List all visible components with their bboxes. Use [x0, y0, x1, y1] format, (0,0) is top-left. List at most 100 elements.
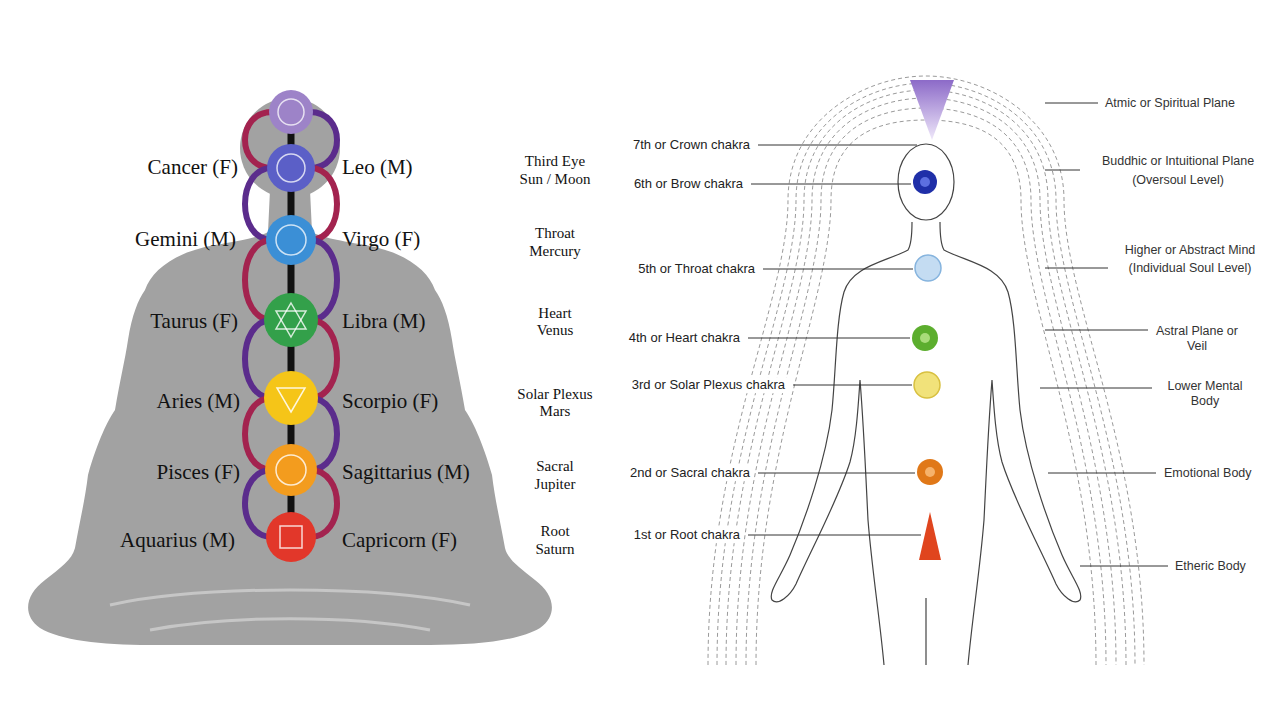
figure-fill: [926, 222, 1081, 665]
heart-chakra-dot: [912, 325, 938, 351]
leader-line: [1045, 170, 1080, 171]
chakra-planet-label: Venus: [537, 322, 574, 339]
leader-line: [793, 385, 912, 386]
aura-plane-label: Lower Mental Body: [1158, 379, 1252, 409]
aura-plane-label: Buddhic or Intuitional Plane: [1100, 154, 1256, 169]
leader-line: [758, 145, 917, 146]
aura-line: [708, 76, 1144, 665]
throat-chakra-dot: [915, 255, 941, 281]
silhouette-body-left: [28, 190, 290, 645]
brow-chakra-dot: [913, 170, 937, 194]
zodiac-sign-label: Pisces (F): [157, 460, 240, 485]
chakra-wheel-inner: [276, 455, 306, 485]
chakra-name-label: 2nd or Sacral chakra: [628, 465, 752, 481]
crown-chakra-cone: [910, 80, 954, 140]
zodiac-sign-label: Aquarius (M): [120, 528, 235, 553]
zodiac-sign-label: Leo (M): [342, 155, 413, 180]
solar-plexus-chakra-dot: [914, 372, 940, 398]
lap-fold-line: [110, 590, 470, 605]
throat-chakra-wheel: [266, 215, 316, 265]
leader-line: [1048, 473, 1156, 474]
leader-line: [748, 535, 921, 536]
root-chakra-wheel: [266, 512, 316, 562]
sacral-chakra-dot: [917, 459, 943, 485]
aura-layers: [708, 76, 1144, 665]
chakra-planet-label: Root: [540, 523, 569, 540]
figure-chakras: [910, 80, 954, 560]
leader-line: [751, 184, 911, 185]
leader-line: [1040, 388, 1152, 389]
chakra-planet-label: Sacral: [536, 458, 573, 475]
crown-chakra-wheel: [269, 90, 313, 134]
chakra-name-label: 4th or Heart chakra: [627, 330, 742, 346]
zodiac-sign-label: Taurus (F): [150, 309, 238, 334]
energy-loops: [245, 112, 337, 537]
zodiac-sign-label: Virgo (F): [342, 227, 420, 252]
aura-plane-label: Etheric Body: [1173, 559, 1248, 574]
aura-line: [736, 98, 1116, 665]
zodiac-sign-label: Sagittarius (M): [342, 460, 470, 485]
chakra-wheel-inner: [277, 154, 305, 182]
figure-leg-gap: [925, 598, 926, 665]
chakra-name-label: 3rd or Solar Plexus chakra: [630, 377, 787, 393]
aura-plane-label: Astral Plane or Veil: [1153, 324, 1242, 354]
chakra-wheel-square: [280, 526, 302, 548]
chakra-planet-label: Solar Plexus: [517, 386, 592, 403]
leader-line: [758, 473, 915, 474]
loop-arc: [310, 168, 337, 240]
chakra-planet-label: Heart: [538, 305, 571, 322]
third-eye-chakra-wheel: [267, 144, 315, 192]
leader-line: [763, 269, 913, 270]
zodiac-sign-label: Scorpio (F): [342, 389, 438, 414]
leader-line: [1045, 330, 1148, 331]
chakra-dot-core: [920, 177, 930, 187]
chakra-wheels: [264, 90, 318, 562]
silhouette-body-right: [290, 190, 552, 645]
chakra-name-label: 6th or Brow chakra: [632, 176, 745, 192]
chakra-planet-label: Mars: [540, 403, 571, 420]
leader-lines: [748, 103, 1168, 566]
aura-plane-label: Higher or Abstract Mind: [1123, 243, 1258, 258]
chakra-dot-core: [920, 333, 930, 343]
zodiac-sign-label: Aries (M): [157, 389, 240, 414]
leader-line: [1080, 566, 1168, 567]
aura-plane-label: Emotional Body: [1162, 466, 1254, 481]
leader-line: [1045, 268, 1108, 269]
aura-plane-label: Atmic or Spiritual Plane: [1103, 96, 1237, 111]
zodiac-sign-label: Gemini (M): [135, 227, 236, 252]
figure-head: [898, 144, 954, 220]
chakra-wheel-inner: [278, 99, 304, 125]
chakra-planet-label: Throat: [535, 225, 575, 242]
figure-outline: [771, 222, 912, 665]
chakra-dot-core: [925, 467, 935, 477]
chakra-wheel-triangle: [277, 388, 305, 412]
loop-arc: [310, 112, 337, 168]
aura-line: [756, 120, 1096, 665]
loop-arc: [245, 112, 272, 168]
chakra-planet-label: Third Eye: [525, 153, 585, 170]
chakra-wheel-inner: [276, 225, 306, 255]
zodiac-sign-label: Capricorn (F): [342, 528, 457, 553]
loop-arc: [245, 168, 272, 240]
zodiac-sign-label: Libra (M): [342, 309, 425, 334]
chakra-name-label: 7th or Crown chakra: [631, 137, 752, 153]
chakra-planet-label: Jupiter: [535, 476, 576, 493]
chakra-name-label: 5th or Throat chakra: [636, 261, 757, 277]
heart-chakra-wheel: [264, 293, 318, 347]
solar-plexus-chakra-wheel: [264, 371, 318, 425]
aura-line: [717, 83, 1135, 665]
lap-fold-line: [150, 619, 430, 630]
leader-line: [748, 338, 910, 339]
meditating-silhouette: [28, 98, 552, 645]
leader-line: [1045, 103, 1098, 104]
chakra-planet-label: Sun / Moon: [520, 171, 591, 188]
chakra-wheel-star: [276, 311, 306, 337]
figure-fill: [771, 222, 926, 665]
aura-plane-label: (Individual Soul Level): [1127, 261, 1254, 276]
chakra-planet-label: Mercury: [529, 243, 581, 260]
root-chakra-triangle: [919, 512, 941, 560]
human-figure: [771, 144, 1081, 665]
